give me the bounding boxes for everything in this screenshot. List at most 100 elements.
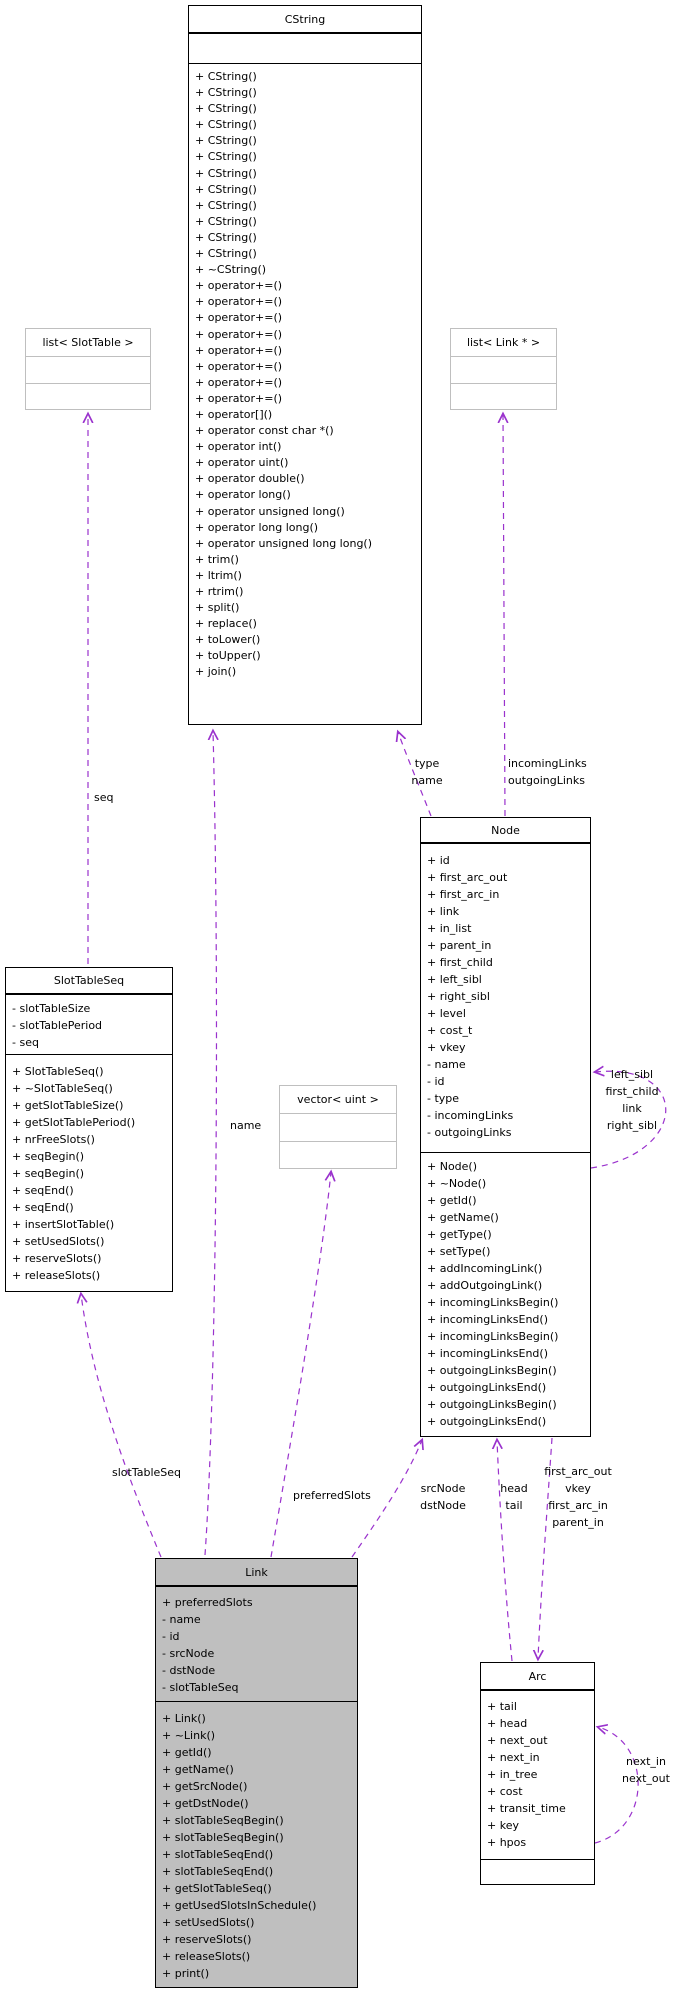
member-row: + reserveSlots() — [12, 1252, 102, 1265]
class-title-slottableseq: SlotTableSeq — [6, 968, 172, 995]
member-row: + right_sibl — [427, 990, 490, 1003]
member-row: + id — [427, 854, 450, 867]
edge-label-line: link — [622, 1102, 642, 1115]
class-box-arc[interactable]: Arc + tail+ head+ next_out+ next_in+ in_… — [480, 1662, 595, 1885]
member-row: + CString() — [195, 150, 257, 164]
member-row: + nrFreeSlots() — [12, 1133, 95, 1146]
member-row: + incomingLinksBegin() — [427, 1296, 559, 1309]
class-title-link: Link — [156, 1559, 357, 1587]
member-row: + addOutgoingLink() — [427, 1279, 543, 1292]
member-row: + setType() — [427, 1245, 491, 1258]
member-row: + trim() — [195, 552, 239, 566]
class-title-node: Node — [421, 818, 590, 844]
member-row: + Node() — [427, 1160, 478, 1173]
member-row: + CString() — [195, 134, 257, 148]
class-box-slottableseq[interactable]: SlotTableSeq - slotTableSize- slotTableP… — [5, 967, 173, 1292]
member-row: - type — [427, 1092, 460, 1105]
member-row: + ~CString() — [195, 263, 267, 277]
member-row: + parent_in — [427, 939, 492, 952]
member-row: + ~Link() — [162, 1729, 216, 1742]
member-row: + outgoingLinksEnd() — [427, 1381, 547, 1394]
member-row: + join() — [195, 665, 237, 679]
edge-label-srcnode-dstnode: srcNode dstNode — [417, 1480, 469, 1514]
member-row: + operator+=() — [195, 311, 283, 325]
edge-label-line: dstNode — [420, 1499, 466, 1512]
vector-uint-attributes-section — [280, 1114, 396, 1141]
member-row: + getSlotTableSeq() — [162, 1882, 272, 1895]
slottableseq-attributes-section: - slotTableSize- slotTablePeriod- seq — [6, 995, 172, 1054]
edge-label-line: first_arc_out — [544, 1465, 612, 1478]
link-attributes-section: + preferredSlots- name- id- srcNode- dst… — [156, 1587, 357, 1701]
edge-label-line: parent_in — [552, 1516, 604, 1529]
member-row: + releaseSlots() — [162, 1950, 251, 1963]
edge-label-line: tail — [505, 1499, 523, 1512]
member-row: + CString() — [195, 102, 257, 116]
member-row: + outgoingLinksBegin() — [427, 1364, 557, 1377]
member-row: + in_tree — [487, 1768, 538, 1781]
edge-label-node-self: left_sibl first_child link right_sibl — [597, 1066, 667, 1134]
class-box-node[interactable]: Node + id+ first_arc_out+ first_arc_in+ … — [420, 817, 591, 1437]
member-row: + getType() — [427, 1228, 492, 1241]
member-row: + operator const char *() — [195, 424, 334, 438]
member-row: + tail — [487, 1700, 517, 1713]
member-row: + CString() — [195, 182, 257, 196]
member-row: - name — [162, 1613, 201, 1626]
edge-label-slottableseq: slotTableSeq — [112, 1466, 182, 1479]
edge-label-line: first_arc_in — [548, 1499, 608, 1512]
member-row: + key — [487, 1819, 519, 1832]
member-row: + cost — [487, 1785, 523, 1798]
member-row: + incomingLinksEnd() — [427, 1313, 548, 1326]
class-box-cstring[interactable]: CString + CString()+ CString()+ CString(… — [188, 5, 422, 725]
edge-link-to-cstring-name — [204, 731, 216, 1556]
edge-label-line: next_out — [622, 1772, 670, 1785]
class-box-list-slottable: list< SlotTable > — [25, 328, 151, 410]
member-row: + hpos — [487, 1836, 527, 1849]
edge-link-to-node-srcdst — [351, 1440, 422, 1558]
member-row: + CString() — [195, 118, 257, 132]
edge-label-name: name — [230, 1119, 262, 1132]
member-row: + operator uint() — [195, 456, 289, 470]
member-row: + CString() — [195, 230, 257, 244]
member-row: + setUsedSlots() — [12, 1235, 105, 1248]
edge-node-to-arc-refs — [538, 1437, 553, 1659]
node-attributes-section: + id+ first_arc_out+ first_arc_in+ link+… — [421, 844, 590, 1152]
member-row: + operator unsigned long long() — [195, 536, 373, 550]
member-row: + operator+=() — [195, 327, 283, 341]
member-row: + cost_t — [427, 1024, 473, 1037]
member-row: - dstNode — [162, 1664, 216, 1677]
list-slottable-methods-section — [26, 383, 150, 409]
member-row: + next_out — [487, 1734, 548, 1747]
member-row: - id — [162, 1630, 180, 1643]
edge-label-line: type — [414, 757, 440, 770]
member-row: + getName() — [427, 1211, 499, 1224]
member-row: + releaseSlots() — [12, 1269, 101, 1282]
member-row: + getDstNode() — [162, 1797, 249, 1810]
edge-label-incoming-outgoing-links: incomingLinks outgoingLinks — [508, 755, 587, 789]
member-row: + print() — [162, 1967, 210, 1980]
member-row: + CString() — [195, 214, 257, 228]
member-row: - srcNode — [162, 1647, 215, 1660]
member-row: + operator+=() — [195, 343, 283, 357]
member-row: - slotTablePeriod — [12, 1019, 103, 1032]
member-row: + vkey — [427, 1041, 466, 1054]
list-linkptr-methods-section — [451, 383, 556, 409]
member-row: + incomingLinksEnd() — [427, 1347, 548, 1360]
edge-label-type-name: type name — [405, 755, 449, 789]
member-row: + level — [427, 1007, 466, 1020]
edge-arc-to-node-headtail — [497, 1440, 513, 1662]
member-row: + left_sibl — [427, 973, 482, 986]
member-row: + operator+=() — [195, 279, 283, 293]
edge-label-line: left_sibl — [610, 1068, 654, 1081]
cstring-methods-section: + CString() + CString() + CString() + CStri… — [189, 63, 421, 724]
member-row: + rtrim() — [195, 585, 244, 598]
slottableseq-methods-section: + SlotTableSeq()+ ~SlotTableSeq()+ getSl… — [6, 1054, 172, 1293]
member-row: + getSrcNode() — [162, 1780, 248, 1793]
member-row: + outgoingLinksEnd() — [427, 1415, 547, 1428]
member-row: + reserveSlots() — [162, 1933, 252, 1946]
member-row: + getName() — [162, 1763, 234, 1776]
member-row: + head — [487, 1717, 528, 1730]
edge-label-line: vkey — [565, 1482, 591, 1495]
cstring-attributes-section — [189, 34, 421, 63]
edge-label-arc-self: next_in next_out — [615, 1753, 677, 1787]
member-row: + operator+=() — [195, 375, 283, 389]
